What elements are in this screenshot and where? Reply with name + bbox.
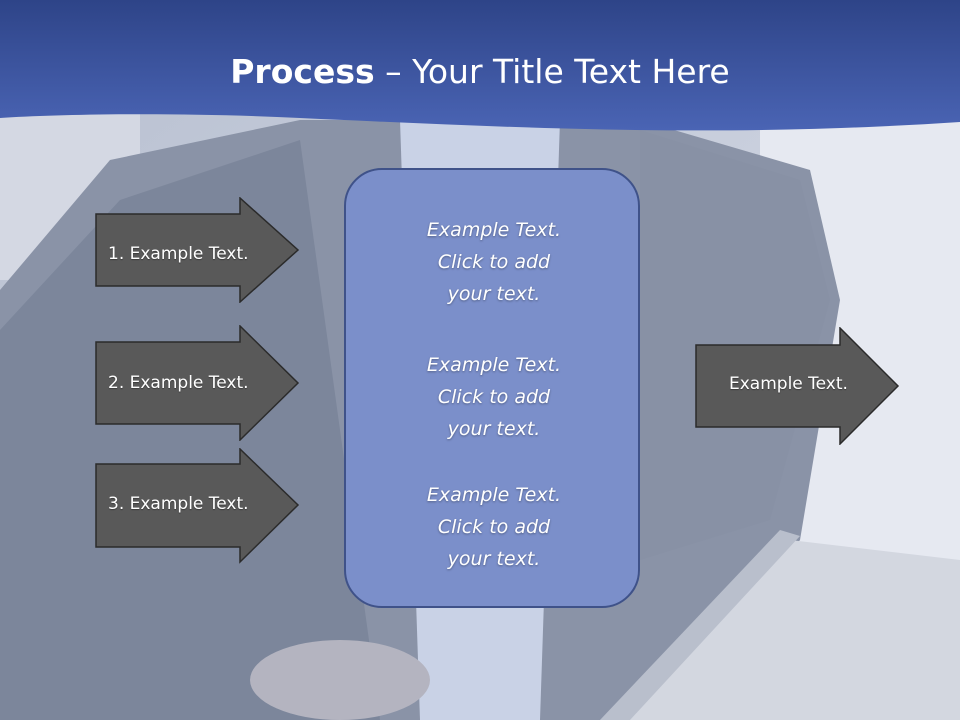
output-arrow-shape xyxy=(695,327,900,445)
process-arrow-3[interactable]: 3. Example Text. xyxy=(95,448,300,564)
panel-block-1-line-3: your text. xyxy=(447,283,541,305)
process-arrow-2[interactable]: 2. Example Text. xyxy=(95,325,300,441)
title-bold: Process xyxy=(230,52,375,91)
panel-block-3-line-2: Click to add xyxy=(437,516,551,538)
arrow-label-3: 3. Example Text. xyxy=(108,494,249,514)
arrow-shape-2 xyxy=(95,325,300,441)
title-rest: – Your Title Text Here xyxy=(374,52,730,91)
panel-text-block-1[interactable]: Example Text. Click to add your text. xyxy=(346,214,642,310)
panel-block-2-line-1: Example Text. xyxy=(426,354,562,376)
panel-block-1-line-1: Example Text. xyxy=(426,219,562,241)
arrow-shape-3 xyxy=(95,448,300,564)
panel-text-block-3[interactable]: Example Text. Click to add your text. xyxy=(346,479,642,575)
output-arrow[interactable]: Example Text. xyxy=(695,327,900,445)
panel-block-2-line-3: your text. xyxy=(447,418,541,440)
panel-text-block-2[interactable]: Example Text. Click to add your text. xyxy=(346,349,642,445)
panel-block-3-line-3: your text. xyxy=(447,548,541,570)
output-arrow-label: Example Text. xyxy=(729,374,848,394)
arrow-shape-1 xyxy=(95,197,300,303)
content-panel[interactable]: Example Text. Click to add your text. Ex… xyxy=(344,168,640,608)
process-arrow-1[interactable]: 1. Example Text. xyxy=(95,197,300,303)
slide-title: Process – Your Title Text Here xyxy=(0,52,960,91)
arrow-label-2: 2. Example Text. xyxy=(108,373,249,393)
panel-block-1-line-2: Click to add xyxy=(437,251,551,273)
arrow-label-1: 1. Example Text. xyxy=(108,244,249,264)
panel-block-3-line-1: Example Text. xyxy=(426,484,562,506)
panel-block-2-line-2: Click to add xyxy=(437,386,551,408)
